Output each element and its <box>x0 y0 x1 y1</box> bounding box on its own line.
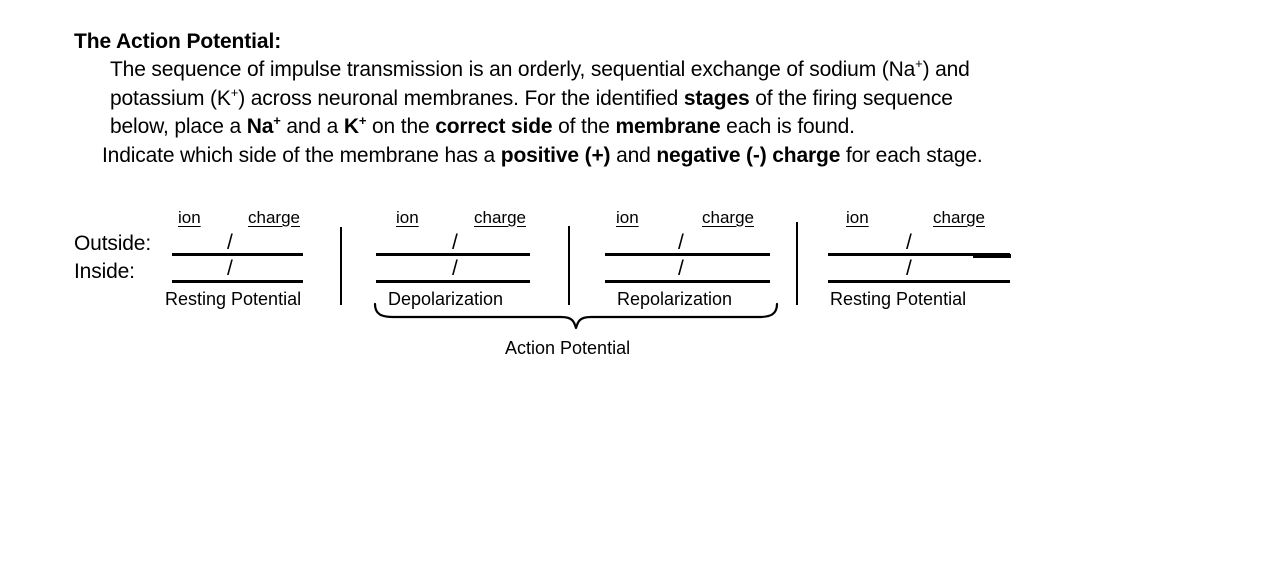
column-2-outside-slash: / <box>452 231 458 254</box>
instruction-line-4: Indicate which side of the membrane has … <box>102 142 1214 171</box>
row-label-inside: Inside: <box>74 260 135 283</box>
instruction-line-1-text-a: The sequence of impulse transmission is … <box>110 58 916 81</box>
column-4-outside-slash: / <box>906 231 912 254</box>
instruction-line-1: The sequence of impulse transmission is … <box>110 56 1214 85</box>
potassium-superscript-plus: + <box>230 84 239 100</box>
instruction-line-1-text-b: ) and <box>922 58 970 81</box>
emphasis-membrane: membrane <box>615 115 721 138</box>
column-1-inside-blank[interactable] <box>172 280 303 283</box>
column-2-outside-blank[interactable] <box>376 253 530 256</box>
instruction-line-3-text-c: on the <box>366 115 436 138</box>
emphasis-correct-side: correct side <box>435 115 553 138</box>
column-4-header-ion: ion <box>846 208 869 227</box>
instruction-line-4-text-c: for each stage. <box>840 143 983 167</box>
column-4-inside-slash: / <box>906 257 912 280</box>
column-1-outside-blank[interactable] <box>172 253 303 256</box>
instructions-block: The Action Potential: The sequence of im… <box>74 28 1214 170</box>
column-1-header-ion: ion <box>178 208 201 227</box>
instruction-line-3-text-b: and a <box>280 115 344 138</box>
instruction-line-3-text-d: of the <box>552 115 616 138</box>
column-3-outside-blank[interactable] <box>605 253 770 256</box>
column-1-outside-slash: / <box>227 231 233 254</box>
column-divider-1 <box>340 227 342 305</box>
emphasis-stages: stages <box>683 86 750 110</box>
column-divider-3 <box>796 222 798 305</box>
k-superscript-plus: + <box>358 113 367 128</box>
column-3-outside-slash: / <box>678 231 684 254</box>
column-2-inside-slash: / <box>452 257 458 280</box>
column-3-inside-slash: / <box>678 257 684 280</box>
instruction-line-3-text-e: each is found. <box>720 115 855 138</box>
na-superscript-plus: + <box>273 113 281 128</box>
instruction-line-2-text-c: of the firing sequence <box>749 86 953 110</box>
column-2-header-ion: ion <box>396 208 419 227</box>
sodium-superscript-plus: + <box>915 56 923 71</box>
stage-label-resting-potential-2: Resting Potential <box>830 289 967 309</box>
stage-label-depolarization: Depolarization <box>388 289 504 309</box>
instruction-line-3: below, place a Na+ and a K+ on the corre… <box>110 113 1214 142</box>
column-4-outside-blank-overstrike <box>973 254 1011 258</box>
brace-label-action-potential: Action Potential <box>505 338 631 358</box>
instruction-line-4-text-a: Indicate which side of the membrane has … <box>102 143 501 167</box>
emphasis-positive: positive (+) <box>500 143 611 167</box>
column-4-header-charge: charge <box>933 208 985 227</box>
row-label-outside: Outside: <box>74 232 152 255</box>
instruction-line-2-text-a: potassium (K <box>110 86 231 110</box>
column-2-header-charge: charge <box>474 208 526 227</box>
column-3-inside-blank[interactable] <box>605 280 770 283</box>
instruction-line-3-text-a: below, place a <box>110 115 247 138</box>
column-2-inside-blank[interactable] <box>376 280 530 283</box>
column-4-outside-blank[interactable] <box>828 253 1010 256</box>
instruction-line-4-text-b: and <box>610 143 657 167</box>
column-1-header-charge: charge <box>248 208 300 227</box>
page-title: The Action Potential: <box>74 30 282 53</box>
emphasis-negative-charge: negative (-) charge <box>656 143 841 167</box>
column-4-inside-blank[interactable] <box>828 280 1010 283</box>
column-divider-2 <box>568 226 570 305</box>
stage-label-resting-potential-1: Resting Potential <box>165 289 302 309</box>
column-1-inside-slash: / <box>227 257 233 280</box>
stage-label-repolarization: Repolarization <box>617 289 733 309</box>
emphasis-na: Na <box>246 115 274 138</box>
action-potential-brace <box>373 302 779 330</box>
instruction-line-2-text-b: ) across neuronal membranes. For the ide… <box>238 86 684 110</box>
emphasis-k: K <box>343 115 359 138</box>
column-3-header-ion: ion <box>616 208 639 227</box>
column-3-header-charge: charge <box>702 208 754 227</box>
instruction-line-2: potassium (K+) across neuronal membranes… <box>110 85 1214 114</box>
